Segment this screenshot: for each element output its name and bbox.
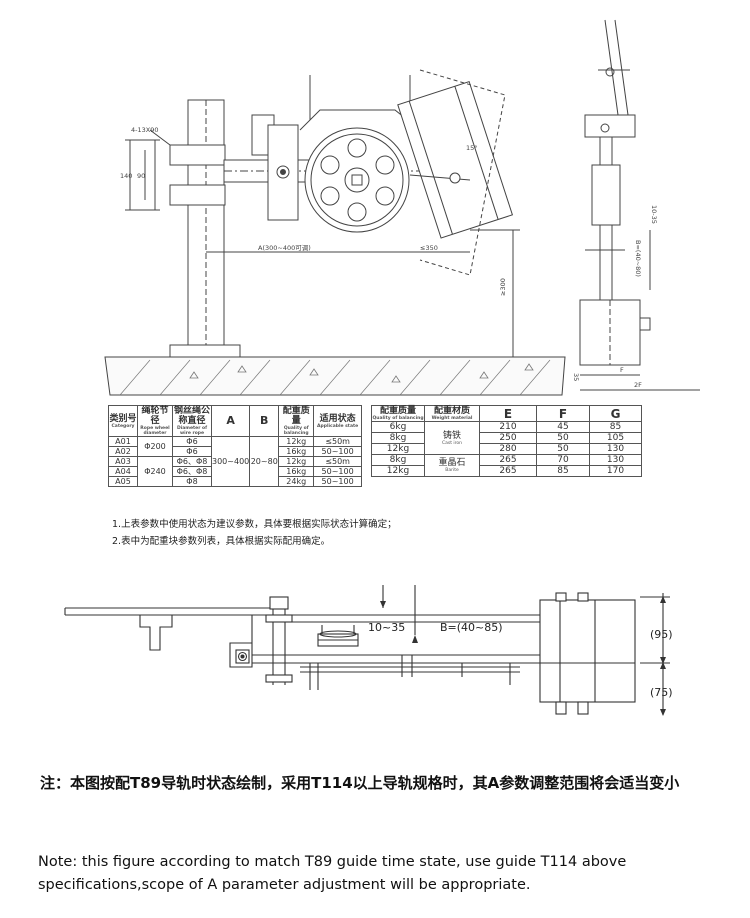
header-cell: 类别号 bbox=[109, 413, 137, 424]
header-cell: 配重材质 bbox=[433, 406, 470, 416]
table-row: 12kg 265 85 170 bbox=[371, 465, 642, 477]
header-cell: 适用状态 bbox=[319, 413, 356, 424]
dim-15-label: 15° bbox=[466, 144, 478, 152]
wheel-diameter-cell: Φ200 bbox=[137, 436, 173, 457]
header-cell: E bbox=[503, 406, 513, 421]
header-cell: 配重质量 bbox=[282, 406, 310, 426]
dim-90-label: 90 bbox=[137, 172, 145, 180]
header-cell: F bbox=[558, 406, 568, 421]
header-cell: 钢丝绳公称直径 bbox=[173, 406, 210, 426]
wheel-diameter-cell: Φ240 bbox=[137, 456, 173, 487]
header-cell: A bbox=[226, 414, 235, 427]
table-row: A02 Φ6 16kg 50~100 bbox=[108, 446, 362, 457]
footer-note-chinese: 注：本图按配T89导轨时状态绘制，采用T114以上导轨规格时，其A参数调整范围将… bbox=[40, 774, 680, 792]
a-value-cell: 300~400 bbox=[210, 436, 251, 487]
dim-f-label: F bbox=[620, 366, 624, 374]
footer-note-english: Note: this figure according to match T89… bbox=[38, 854, 627, 893]
table-row: A03 Φ240 Φ6、Φ8 12kg ≤50m bbox=[108, 456, 362, 487]
header-cell: B bbox=[260, 414, 269, 427]
b-value-cell: 20~80 bbox=[249, 436, 280, 487]
dim-10-35-label: 10~35 bbox=[368, 621, 405, 634]
bottom-mechanical-drawing: 10~35 B=(40~85) (95) (75) bbox=[64, 585, 673, 716]
note-line: 2.表中为配重块参数列表，具体根据实际配用确定。 bbox=[112, 536, 331, 547]
header-cell: 配重质量 bbox=[379, 406, 416, 416]
dim-hole-label: 4-13X90 bbox=[131, 126, 158, 134]
table-notes: 1.上表参数中使用状态为建议参数，具体要根据实际状态计算确定； 2.表中为配重块… bbox=[112, 516, 397, 550]
dim-75-label: (75) bbox=[650, 686, 673, 699]
dim-10-35-label: 10-35 bbox=[650, 205, 658, 224]
top-mechanical-drawing: 4-13X90 140 90 A(300~400可调) ≤350 ≥300 15… bbox=[104, 19, 700, 396]
table-row: A01 Φ200 Φ6 300~400 20~80 12kg ≤50m bbox=[108, 436, 362, 487]
dim-300-label: ≥300 bbox=[499, 278, 507, 296]
dim-140-label: 140 bbox=[120, 172, 132, 180]
dim-b-side-label: B=(40~80) bbox=[634, 240, 642, 277]
dim-35-label: 35 bbox=[572, 373, 580, 381]
table-row: 8kg 250 50 105 bbox=[371, 432, 642, 444]
table-row: 12kg 280 50 130 bbox=[371, 443, 642, 455]
dim-b-label: B=(40~85) bbox=[440, 621, 503, 634]
header-cell: 绳轮节径 bbox=[141, 406, 169, 426]
dim-350-label: ≤350 bbox=[420, 244, 438, 252]
dim-a-label: A(300~400可调) bbox=[258, 243, 311, 252]
note-line: 1.上表参数中使用状态为建议参数，具体要根据实际状态计算确定； bbox=[112, 519, 397, 530]
header-cell: G bbox=[610, 406, 621, 421]
dim-95-label: (95) bbox=[650, 628, 673, 641]
dim-2f-label: 2F bbox=[634, 381, 642, 389]
table-row: A05 Φ8 24kg 50~100 bbox=[108, 476, 362, 487]
